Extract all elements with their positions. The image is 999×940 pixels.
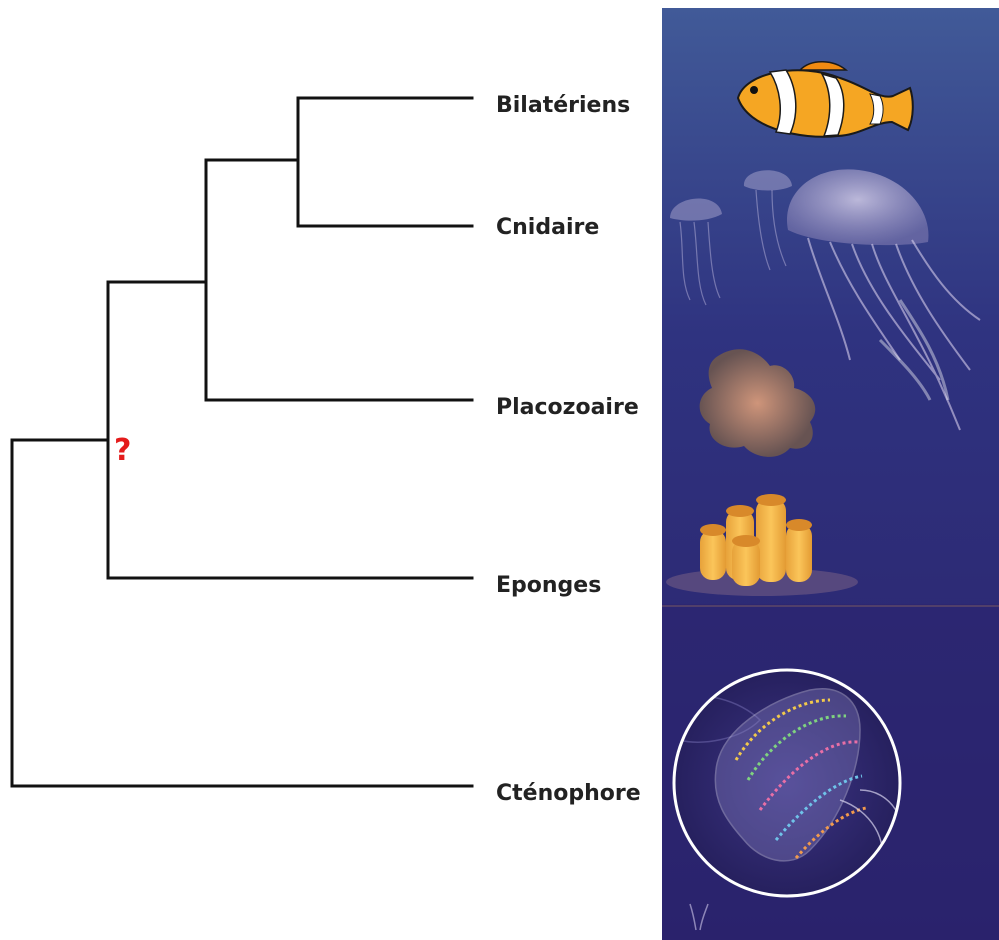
label-cnidaire: Cnidaire [496, 215, 599, 240]
unknown-node-marker: ? [114, 433, 131, 468]
illustration-panel [662, 8, 999, 940]
taxon-labels: Bilatériens Cnidaire Placozoaire Eponges… [496, 93, 641, 806]
comb-jelly-illustration [674, 670, 903, 896]
label-ctenophore: Cténophore [496, 781, 641, 806]
phylogenetic-tree [12, 98, 472, 786]
label-placozoaire: Placozoaire [496, 395, 639, 420]
label-bilateriens: Bilatériens [496, 93, 630, 118]
label-eponges: Eponges [496, 573, 601, 598]
